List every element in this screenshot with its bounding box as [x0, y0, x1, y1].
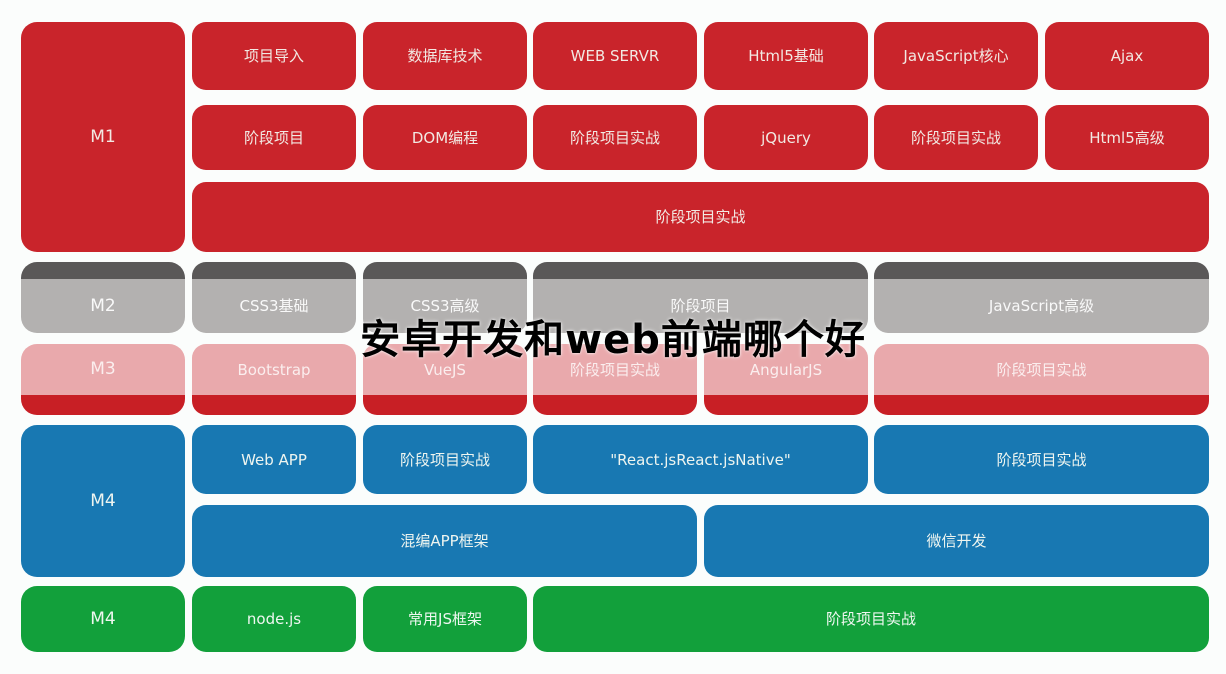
block-vuejs: VueJS [363, 344, 527, 415]
block-database-tech: 数据库技术 [363, 22, 527, 90]
m4-blue-sidebar: M4 [21, 425, 185, 577]
block-wechat-dev: 微信开发 [704, 505, 1209, 577]
block-nodejs: node.js [192, 586, 356, 652]
m3-sidebar: M3 [21, 344, 185, 415]
block-web-app: Web APP [192, 425, 356, 494]
block-bootstrap: Bootstrap [192, 344, 356, 415]
m4-green-sidebar: M4 [21, 586, 185, 652]
block-dom-programming: DOM编程 [363, 105, 527, 170]
overlay-headline: 安卓开发和web前端哪个好 [360, 317, 866, 363]
block-ajax: Ajax [1045, 22, 1209, 90]
block-stage-practice-blue-2: 阶段项目实战 [874, 425, 1209, 494]
block-stage-practice-2: 阶段项目实战 [874, 105, 1038, 170]
block-react-native: "React.jsReact.jsNative" [533, 425, 868, 494]
block-stage-practice-wide-m1: 阶段项目实战 [192, 182, 1209, 252]
block-stage-practice-1: 阶段项目实战 [533, 105, 697, 170]
block-javascript-core: JavaScript核心 [874, 22, 1038, 90]
block-project-import: 项目导入 [192, 22, 356, 90]
block-angularjs: AngularJS [704, 344, 868, 415]
block-javascript-advanced: JavaScript高级 [874, 262, 1209, 333]
block-css3-advanced: CSS3高级 [363, 262, 527, 333]
block-jquery: jQuery [704, 105, 868, 170]
block-web-server: WEB SERVR [533, 22, 697, 90]
block-common-js-frameworks: 常用JS框架 [363, 586, 527, 652]
block-hybrid-app-framework: 混编APP框架 [192, 505, 697, 577]
block-html5-advanced: Html5高级 [1045, 105, 1209, 170]
block-stage-practice-wide-m3: 阶段项目实战 [874, 344, 1209, 415]
m2-sidebar: M2 [21, 262, 185, 333]
block-css3-basic: CSS3基础 [192, 262, 356, 333]
block-stage-project-m2: 阶段项目 [533, 262, 868, 333]
block-stage-practice-blue-1: 阶段项目实战 [363, 425, 527, 494]
block-stage-project-m1: 阶段项目 [192, 105, 356, 170]
m1-sidebar: M1 [21, 22, 185, 252]
block-html5-basic: Html5基础 [704, 22, 868, 90]
block-stage-practice-green: 阶段项目实战 [533, 586, 1209, 652]
block-stage-practice-m3: 阶段项目实战 [533, 344, 697, 415]
